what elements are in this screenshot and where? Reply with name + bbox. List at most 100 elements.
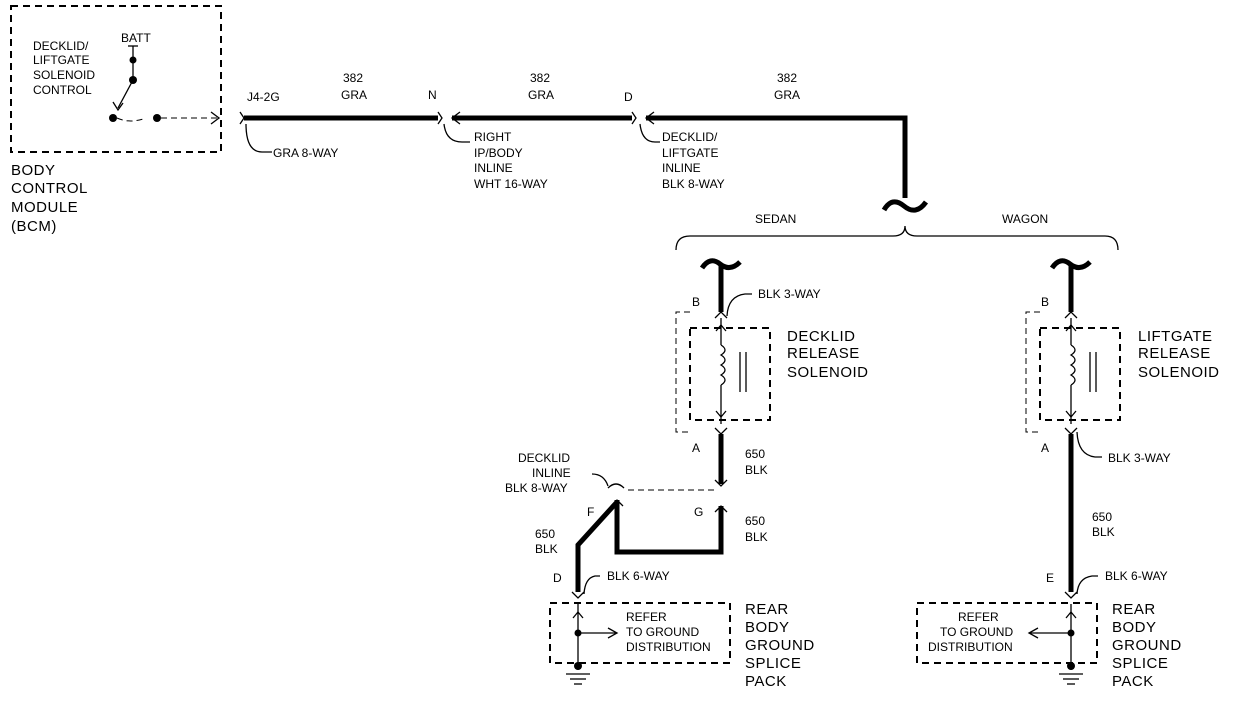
sedan-conn-g-top bbox=[714, 479, 728, 487]
svg-text:REAR: REAR bbox=[1112, 601, 1156, 618]
svg-text:CONTROL: CONTROL bbox=[33, 83, 92, 97]
svg-text:GROUND: GROUND bbox=[745, 637, 815, 654]
svg-text:IP/BODY: IP/BODY bbox=[474, 146, 523, 160]
sedan-wire-break bbox=[699, 258, 742, 270]
wagon-solenoid-label: LIFTGATE RELEASE SOLENOID bbox=[1138, 328, 1220, 381]
sedan-conn-top-symbol bbox=[714, 311, 728, 319]
wire-382-seg3 bbox=[646, 115, 908, 198]
wagon-pin-b: B bbox=[1041, 295, 1049, 309]
bcm-control-label: DECKLID/ LIFTGATE SOLENOID CONTROL bbox=[33, 39, 95, 97]
wire-seg3-color: GRA bbox=[774, 88, 800, 102]
wagon-conn-mid-leader bbox=[1076, 431, 1102, 458]
sedan-splice-label: REAR BODY GROUND SPLICE PACK bbox=[745, 601, 815, 690]
sedan-pin-f: F bbox=[587, 505, 594, 519]
bcm-connector-symbol bbox=[239, 111, 245, 125]
svg-text:WHT 16-WAY: WHT 16-WAY bbox=[474, 177, 548, 191]
decklid-inline-symbol bbox=[607, 483, 625, 489]
wagon-splice-internals bbox=[1027, 604, 1077, 670]
sedan-650a-color: BLK bbox=[745, 463, 768, 477]
sedan-conn-bottom-symbol bbox=[571, 591, 585, 599]
sedan-pin-b: B bbox=[692, 295, 700, 309]
sedan-solenoid-coil bbox=[715, 318, 747, 424]
wagon-conn-mid-label: BLK 3-WAY bbox=[1108, 451, 1171, 465]
sedan-pin-d: D bbox=[553, 571, 562, 585]
sedan-label: SEDAN bbox=[755, 212, 796, 226]
svg-text:GROUND: GROUND bbox=[1112, 637, 1182, 654]
wire-break-symbol bbox=[881, 199, 929, 213]
sedan-conn-a-symbol bbox=[714, 427, 728, 435]
svg-text:INLINE: INLINE bbox=[532, 466, 571, 480]
wagon-solenoid-box bbox=[1039, 327, 1121, 421]
sedan-solenoid-box bbox=[689, 327, 771, 421]
sedan-conn-bottom-leader bbox=[583, 575, 600, 595]
variant-brace bbox=[675, 225, 1119, 251]
wire-seg1-color: GRA bbox=[341, 88, 367, 102]
svg-text:INLINE: INLINE bbox=[662, 161, 701, 175]
bcm-switch bbox=[109, 45, 221, 125]
sedan-conn-bottom-label: BLK 6-WAY bbox=[607, 569, 670, 583]
svg-text:PACK: PACK bbox=[1112, 673, 1154, 690]
svg-text:SPLICE: SPLICE bbox=[745, 655, 801, 672]
sedan-pin-g: G bbox=[694, 505, 703, 519]
sedan-650a-num: 650 bbox=[745, 447, 765, 461]
svg-text:DISTRIBUTION: DISTRIBUTION bbox=[928, 640, 1013, 654]
batt-label: BATT bbox=[121, 31, 151, 45]
wagon-conn-top-symbol bbox=[1064, 311, 1078, 319]
svg-text:DECKLID: DECKLID bbox=[787, 328, 856, 345]
wagon-650-color: BLK bbox=[1092, 525, 1115, 539]
wagon-conn-bottom-symbol bbox=[1064, 591, 1078, 599]
right-ip-label: RIGHT IP/BODY INLINE WHT 16-WAY bbox=[474, 130, 548, 191]
svg-text:BLK 8-WAY: BLK 8-WAY bbox=[505, 481, 568, 495]
wire-seg2-color: GRA bbox=[528, 88, 554, 102]
svg-text:BODY: BODY bbox=[745, 619, 790, 636]
bcm-box bbox=[10, 5, 222, 153]
right-ip-pin: N bbox=[428, 88, 437, 102]
svg-text:(BCM): (BCM) bbox=[11, 218, 57, 235]
decklid-inline-label: DECKLID INLINE BLK 8-WAY bbox=[505, 451, 571, 495]
svg-text:LIFTGATE: LIFTGATE bbox=[1138, 328, 1213, 345]
sedan-conn-top-leader bbox=[726, 293, 752, 317]
svg-text:SOLENOID: SOLENOID bbox=[787, 364, 869, 381]
sedan-splice-box bbox=[549, 602, 731, 664]
svg-text:BODY: BODY bbox=[1112, 619, 1157, 636]
wagon-refer-label: REFER TO GROUND DISTRIBUTION bbox=[928, 610, 1013, 654]
bcm-pin-label: J4-2G bbox=[247, 90, 280, 104]
svg-text:BLK 8-WAY: BLK 8-WAY bbox=[662, 177, 725, 191]
svg-text:REFER: REFER bbox=[626, 610, 667, 624]
wagon-label: WAGON bbox=[1002, 212, 1048, 226]
wire-seg3-num: 382 bbox=[777, 71, 797, 85]
svg-text:SOLENOID: SOLENOID bbox=[1138, 364, 1220, 381]
svg-text:LIFTGATE: LIFTGATE bbox=[33, 53, 89, 67]
wagon-solenoid-outer bbox=[1025, 311, 1040, 433]
wagon-conn-a-symbol bbox=[1064, 427, 1078, 435]
sedan-wire-650-c bbox=[575, 500, 619, 592]
sedan-650c-num: 650 bbox=[535, 527, 555, 541]
svg-text:REFER: REFER bbox=[958, 610, 999, 624]
svg-text:SPLICE: SPLICE bbox=[1112, 655, 1168, 672]
wagon-pin-e: E bbox=[1046, 571, 1054, 585]
svg-text:LIFTGATE: LIFTGATE bbox=[662, 146, 718, 160]
svg-text:REAR: REAR bbox=[745, 601, 789, 618]
svg-text:TO GROUND: TO GROUND bbox=[626, 625, 699, 639]
svg-text:DECKLID/: DECKLID/ bbox=[33, 39, 89, 53]
decklid-liftgate-leader bbox=[639, 123, 660, 143]
bcm-connector-label: GRA 8-WAY bbox=[273, 146, 338, 160]
wagon-wire-break bbox=[1049, 258, 1092, 270]
svg-text:RIGHT: RIGHT bbox=[474, 130, 512, 144]
sedan-650c-color: BLK bbox=[535, 542, 558, 556]
svg-text:RELEASE: RELEASE bbox=[1138, 345, 1211, 362]
decklid-liftgate-pin: D bbox=[624, 90, 633, 104]
svg-text:DECKLID: DECKLID bbox=[518, 451, 570, 465]
wagon-conn-bottom-leader bbox=[1076, 575, 1098, 595]
wagon-splice-label: REAR BODY GROUND SPLICE PACK bbox=[1112, 601, 1182, 690]
svg-text:SOLENOID: SOLENOID bbox=[33, 68, 95, 82]
sedan-refer-label: REFER TO GROUND DISTRIBUTION bbox=[626, 610, 711, 654]
wire-seg1-num: 382 bbox=[343, 71, 363, 85]
sedan-solenoid-label: DECKLID RELEASE SOLENOID bbox=[787, 328, 869, 381]
sedan-conn-top-label: BLK 3-WAY bbox=[758, 287, 821, 301]
svg-text:DECKLID/: DECKLID/ bbox=[662, 130, 718, 144]
wagon-ground-icon bbox=[1059, 673, 1083, 685]
svg-text:RELEASE: RELEASE bbox=[787, 345, 860, 362]
svg-text:PACK: PACK bbox=[745, 673, 787, 690]
